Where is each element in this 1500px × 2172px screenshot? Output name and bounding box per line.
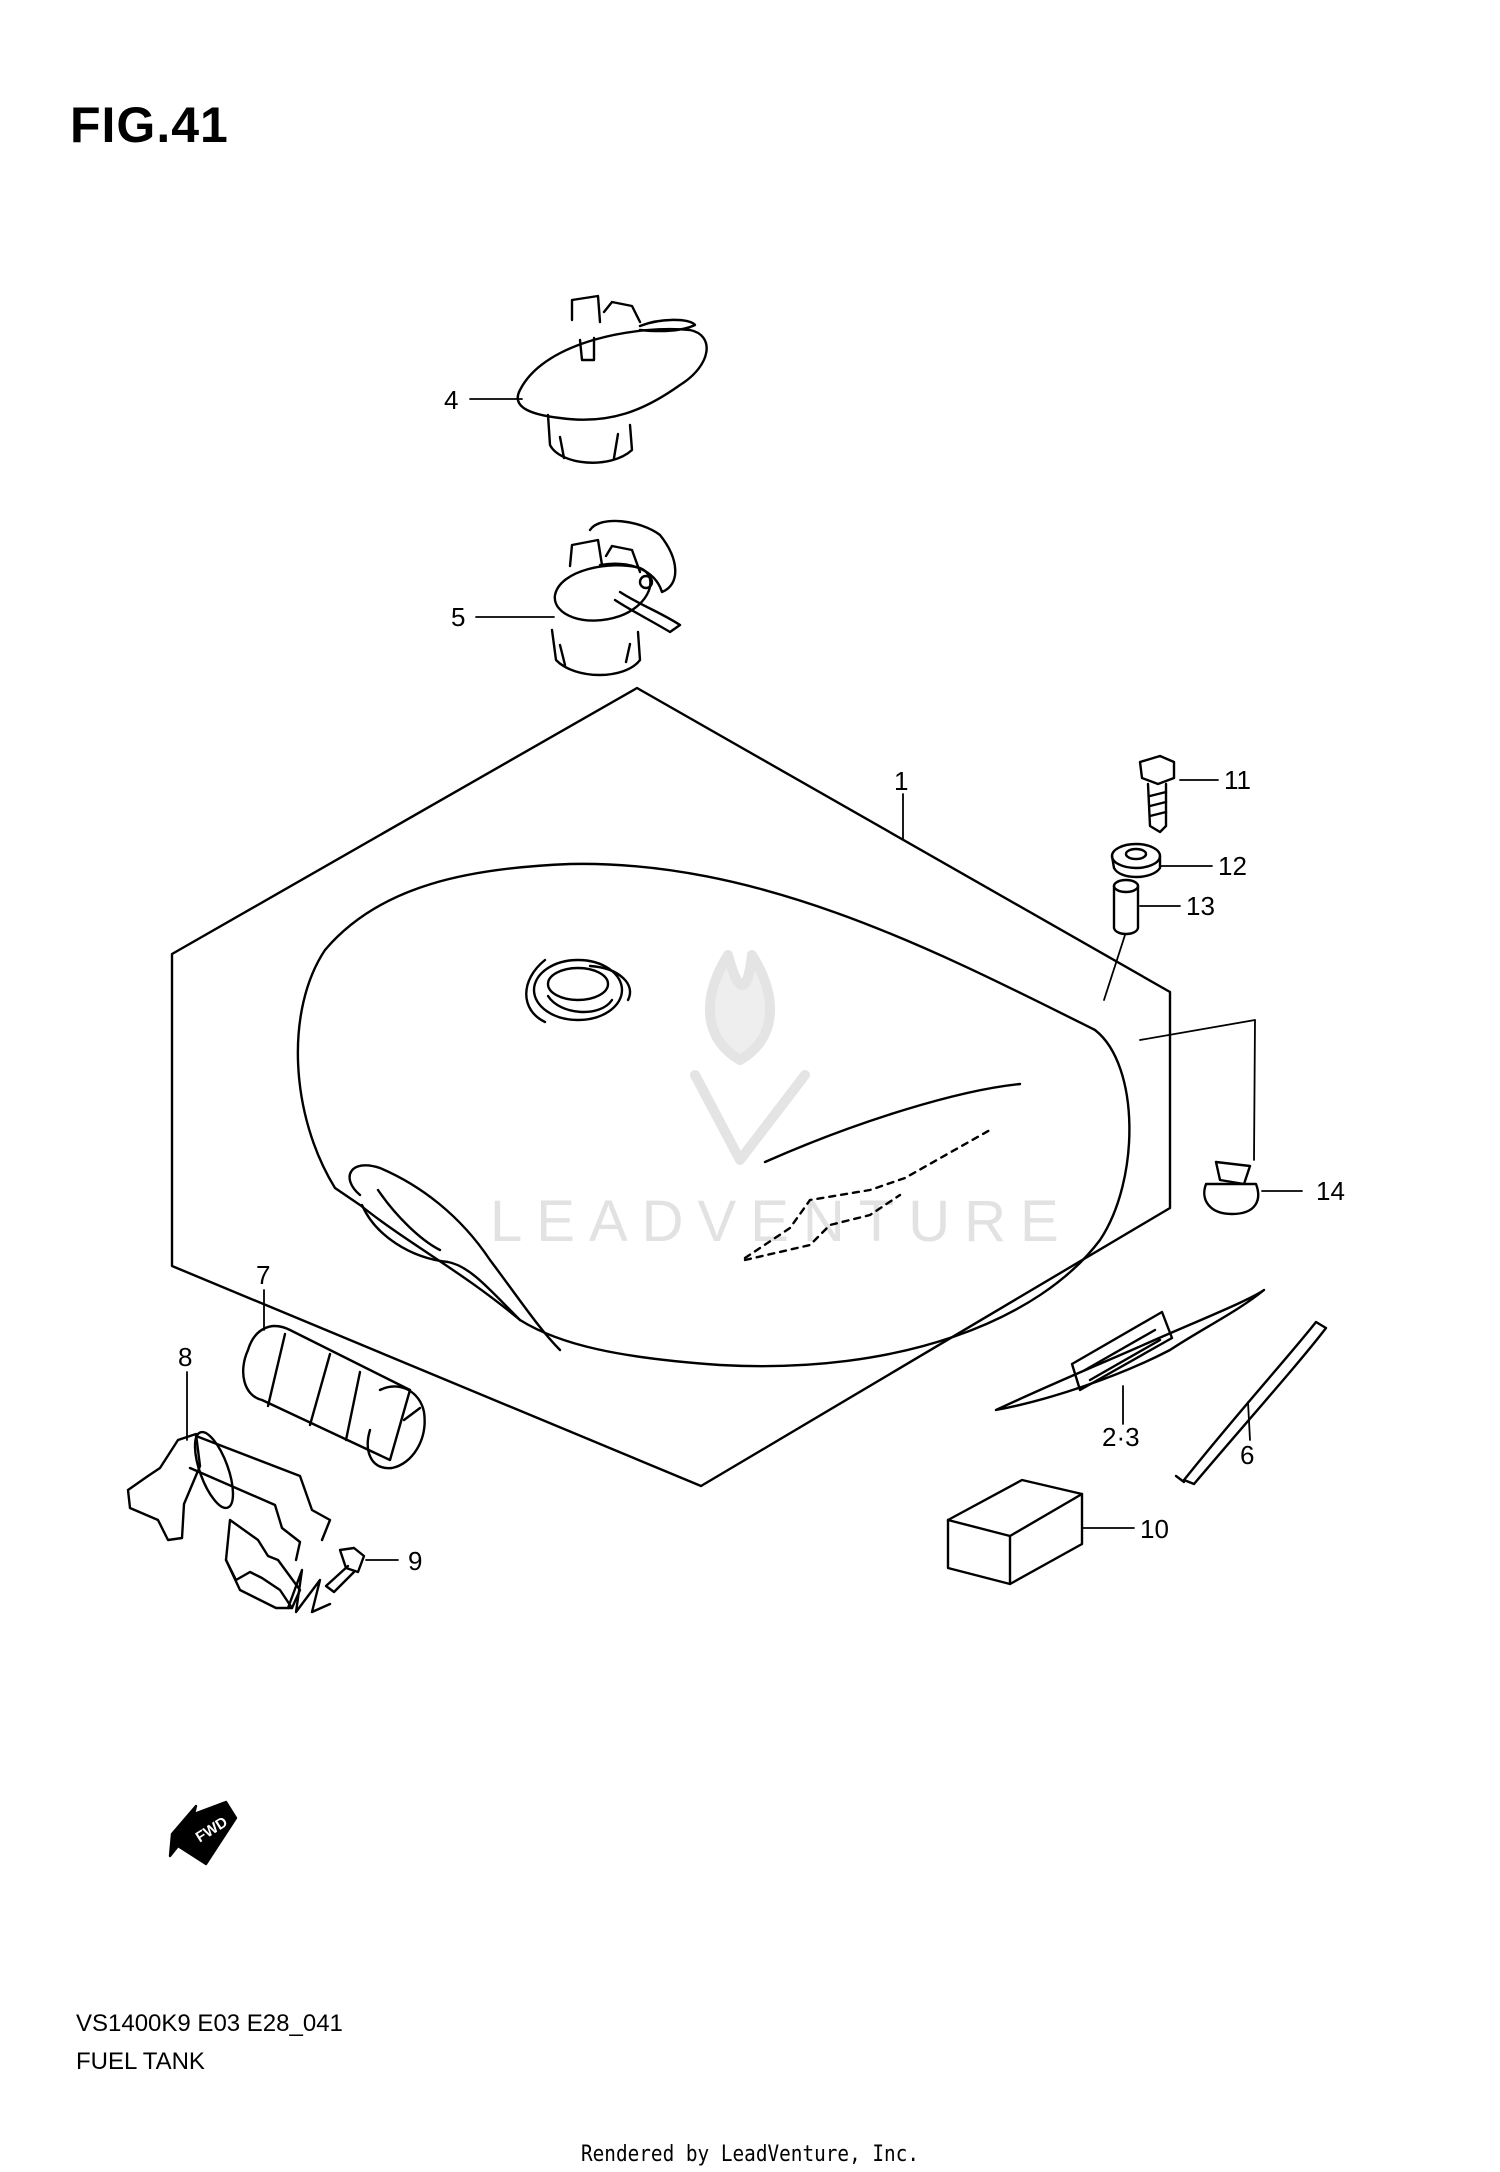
callout-part-12: 12 (1218, 851, 1247, 881)
fuel-tank-drawing (296, 862, 1131, 1368)
callout-part-6: 6 (1240, 1440, 1254, 1470)
part-7-drawing (241, 1324, 426, 1470)
part-11-drawing (1138, 754, 1176, 834)
diagram-caption: FUEL TANK (76, 2048, 205, 2075)
part-4-drawing (516, 294, 708, 464)
callout-part-5: 5 (451, 602, 465, 632)
part-12-drawing (1110, 842, 1162, 879)
diagram-code: VS1400K9 E03 E28_041 (76, 2010, 343, 2037)
callout-part-7: 7 (256, 1260, 270, 1290)
callout-part-13: 13 (1186, 891, 1215, 921)
part-9-drawing (324, 1546, 366, 1594)
part-5-drawing (550, 519, 682, 677)
callout-part-1: 1 (894, 766, 908, 796)
callout-labels: 4 5 1 11 12 13 14 7 8 9 2·3 6 10 (178, 385, 1345, 1576)
leader-lines (186, 398, 1303, 1561)
callout-part-2-3: 2·3 (1102, 1422, 1140, 1452)
part-8-drawing (126, 1430, 332, 1614)
part-14-drawing (1203, 1160, 1260, 1216)
callout-part-10: 10 (1140, 1514, 1169, 1544)
part-10-drawing (946, 1478, 1084, 1586)
part-1-outline (170, 686, 1172, 1488)
callout-part-8: 8 (178, 1342, 192, 1372)
watermark-text: LEADVENTURE (490, 1189, 1073, 1254)
callout-part-11: 11 (1224, 765, 1251, 795)
render-credit: Rendered by LeadVenture, Inc. (580, 2142, 920, 2167)
fwd-arrow-icon (168, 1800, 238, 1866)
part-6-drawing (1174, 1320, 1328, 1486)
watermark-logo-icon (690, 950, 810, 1165)
part-2-3-drawing (994, 1288, 1266, 1412)
callout-part-9: 9 (408, 1546, 422, 1576)
callout-part-4: 4 (444, 385, 458, 415)
figure-title: FIG.41 (70, 97, 229, 153)
part-13-drawing (1112, 878, 1140, 936)
callout-part-14: 14 (1316, 1176, 1345, 1206)
